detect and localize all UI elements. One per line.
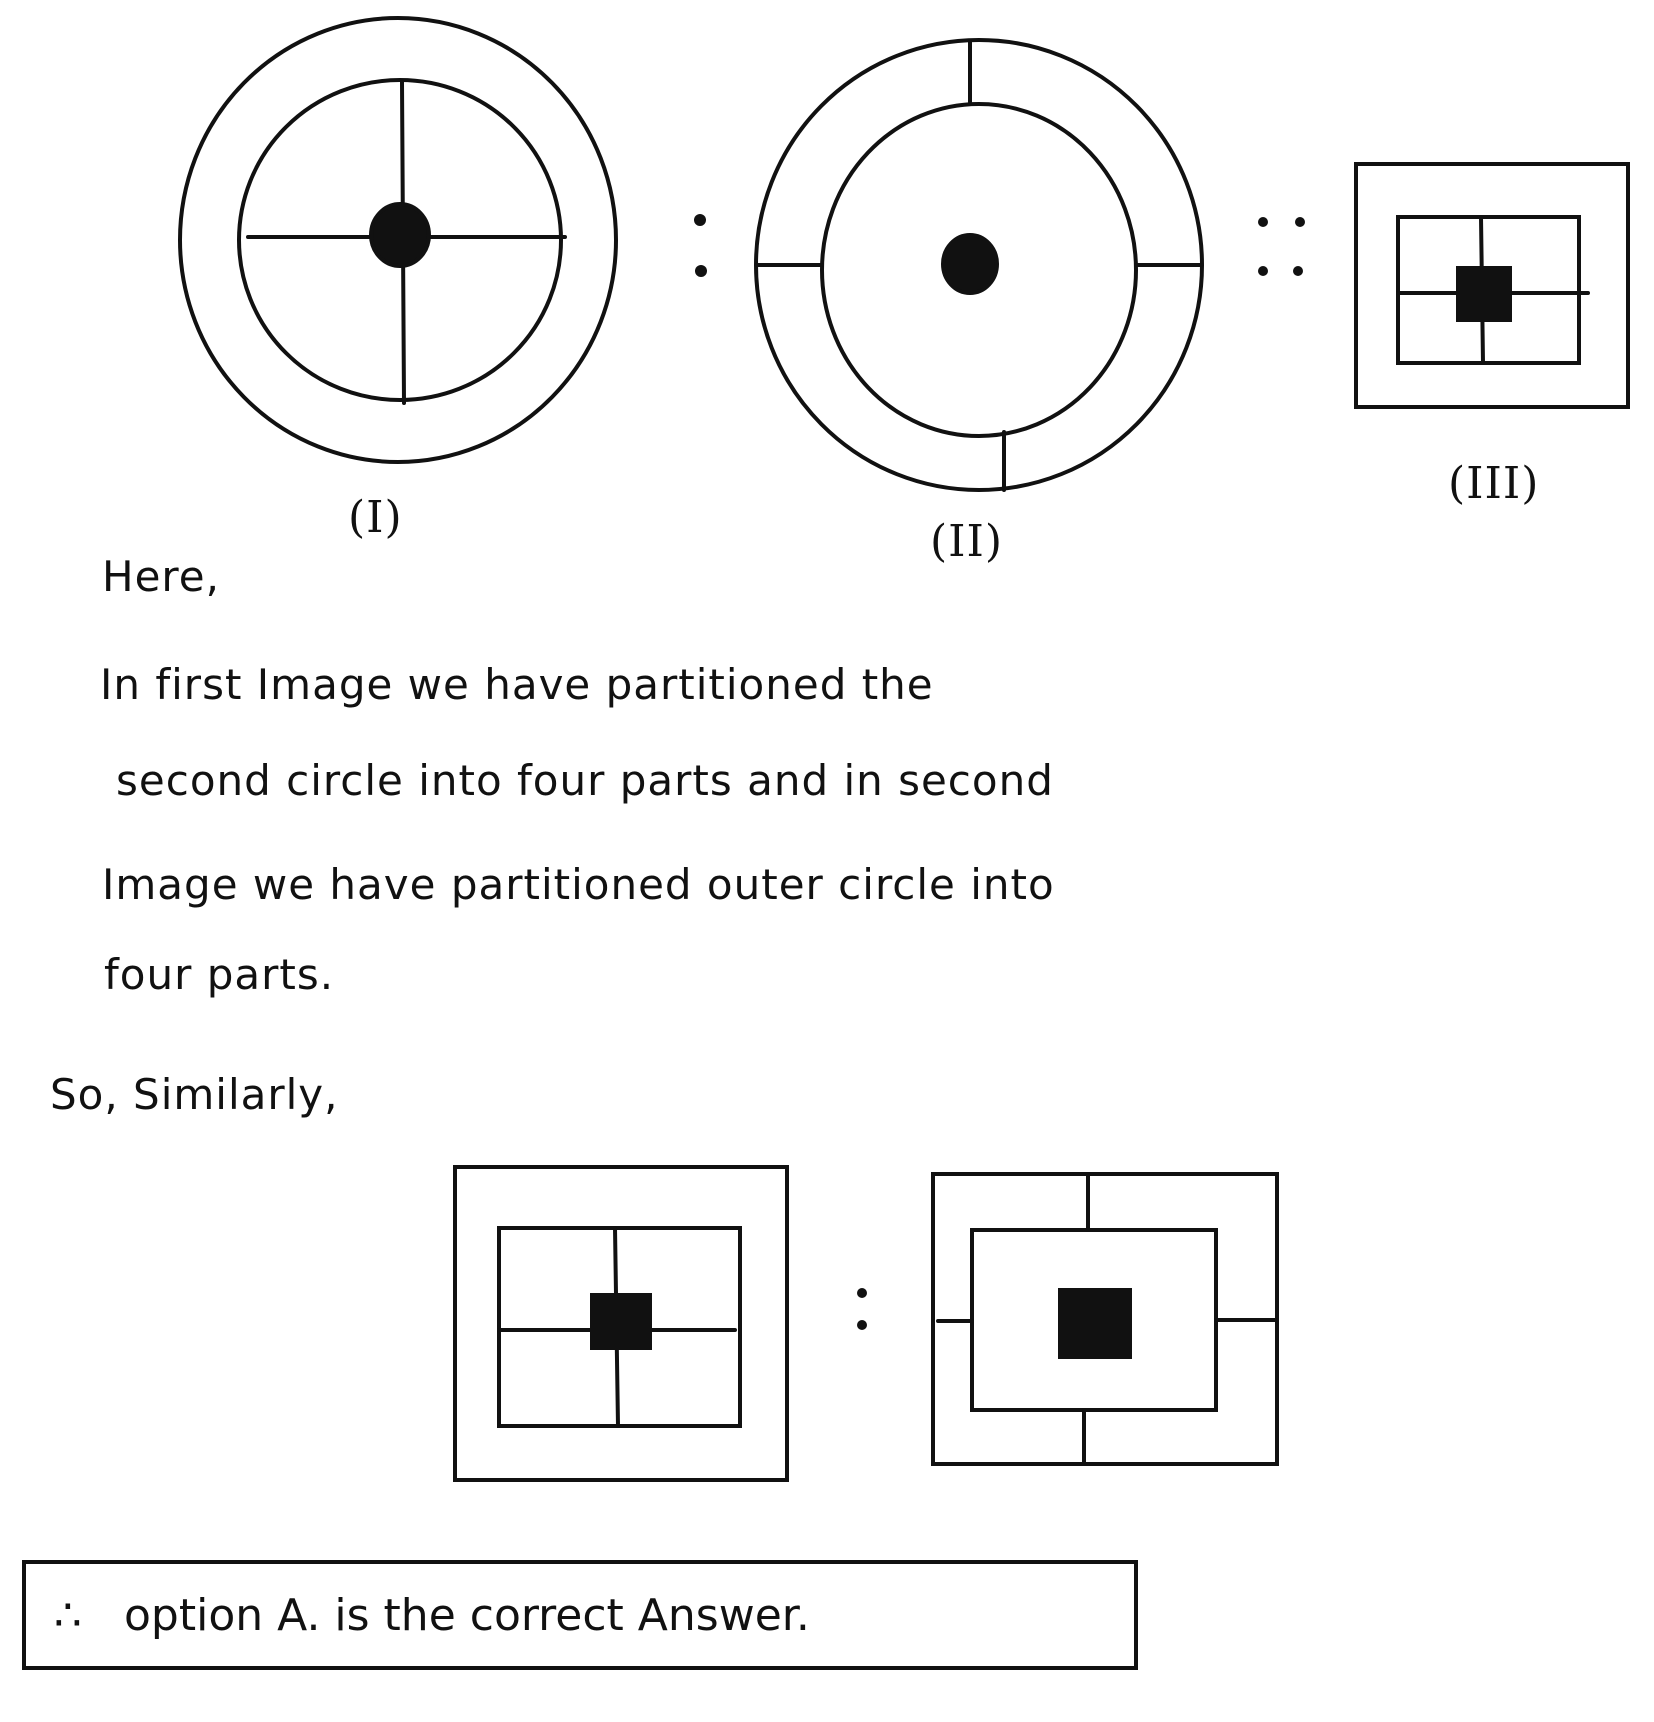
figure-one-label: (I)	[348, 492, 403, 543]
explanation-line-2: second circle into four parts and in sec…	[116, 756, 1054, 805]
answer-figure-two-center-square	[1058, 1288, 1132, 1359]
answer-box: ∴ option A. is the correct Answer.	[22, 1560, 1138, 1670]
answer-text-row: ∴ option A. is the correct Answer.	[54, 1590, 810, 1641]
figure-three-outer-square	[1354, 162, 1630, 409]
figure-one-center-dot	[369, 202, 431, 268]
figure-two-label: (II)	[930, 516, 1004, 567]
ratio-double-colon	[1258, 217, 1305, 276]
figure-three-label: (III)	[1448, 458, 1540, 509]
figure-one	[178, 16, 618, 464]
figure-two-inner-circle	[820, 102, 1138, 438]
explanation-line-4: four parts.	[104, 950, 335, 999]
figure-one-outer-circle	[178, 16, 618, 464]
figure-one-inner-circle	[237, 78, 563, 402]
answer-ratio-colon	[857, 1288, 867, 1330]
explanation-line-1: In first Image we have partitioned the	[100, 660, 934, 709]
answer-figure-two	[931, 1172, 1279, 1466]
explanation-line-3: Image we have partitioned outer circle i…	[102, 860, 1055, 909]
figure-two-center-dot	[941, 233, 999, 295]
therefore-symbol: ∴	[54, 1590, 82, 1641]
answer-figure-one	[453, 1165, 789, 1482]
figure-three	[1354, 162, 1630, 409]
answer-figure-one-outer-square	[453, 1165, 789, 1482]
ratio-colon-one	[694, 214, 707, 277]
answer-figure-one-center-square	[590, 1293, 652, 1350]
figure-three-inner-square	[1396, 215, 1581, 365]
answer-figure-two-outer-square	[931, 1172, 1279, 1466]
figure-three-center-square	[1456, 266, 1512, 322]
conclusion-lead: So, Similarly,	[50, 1070, 339, 1119]
explanation-intro: Here,	[102, 552, 220, 601]
figure-two	[754, 38, 1204, 492]
answer-text: option A. is the correct Answer.	[124, 1590, 810, 1641]
